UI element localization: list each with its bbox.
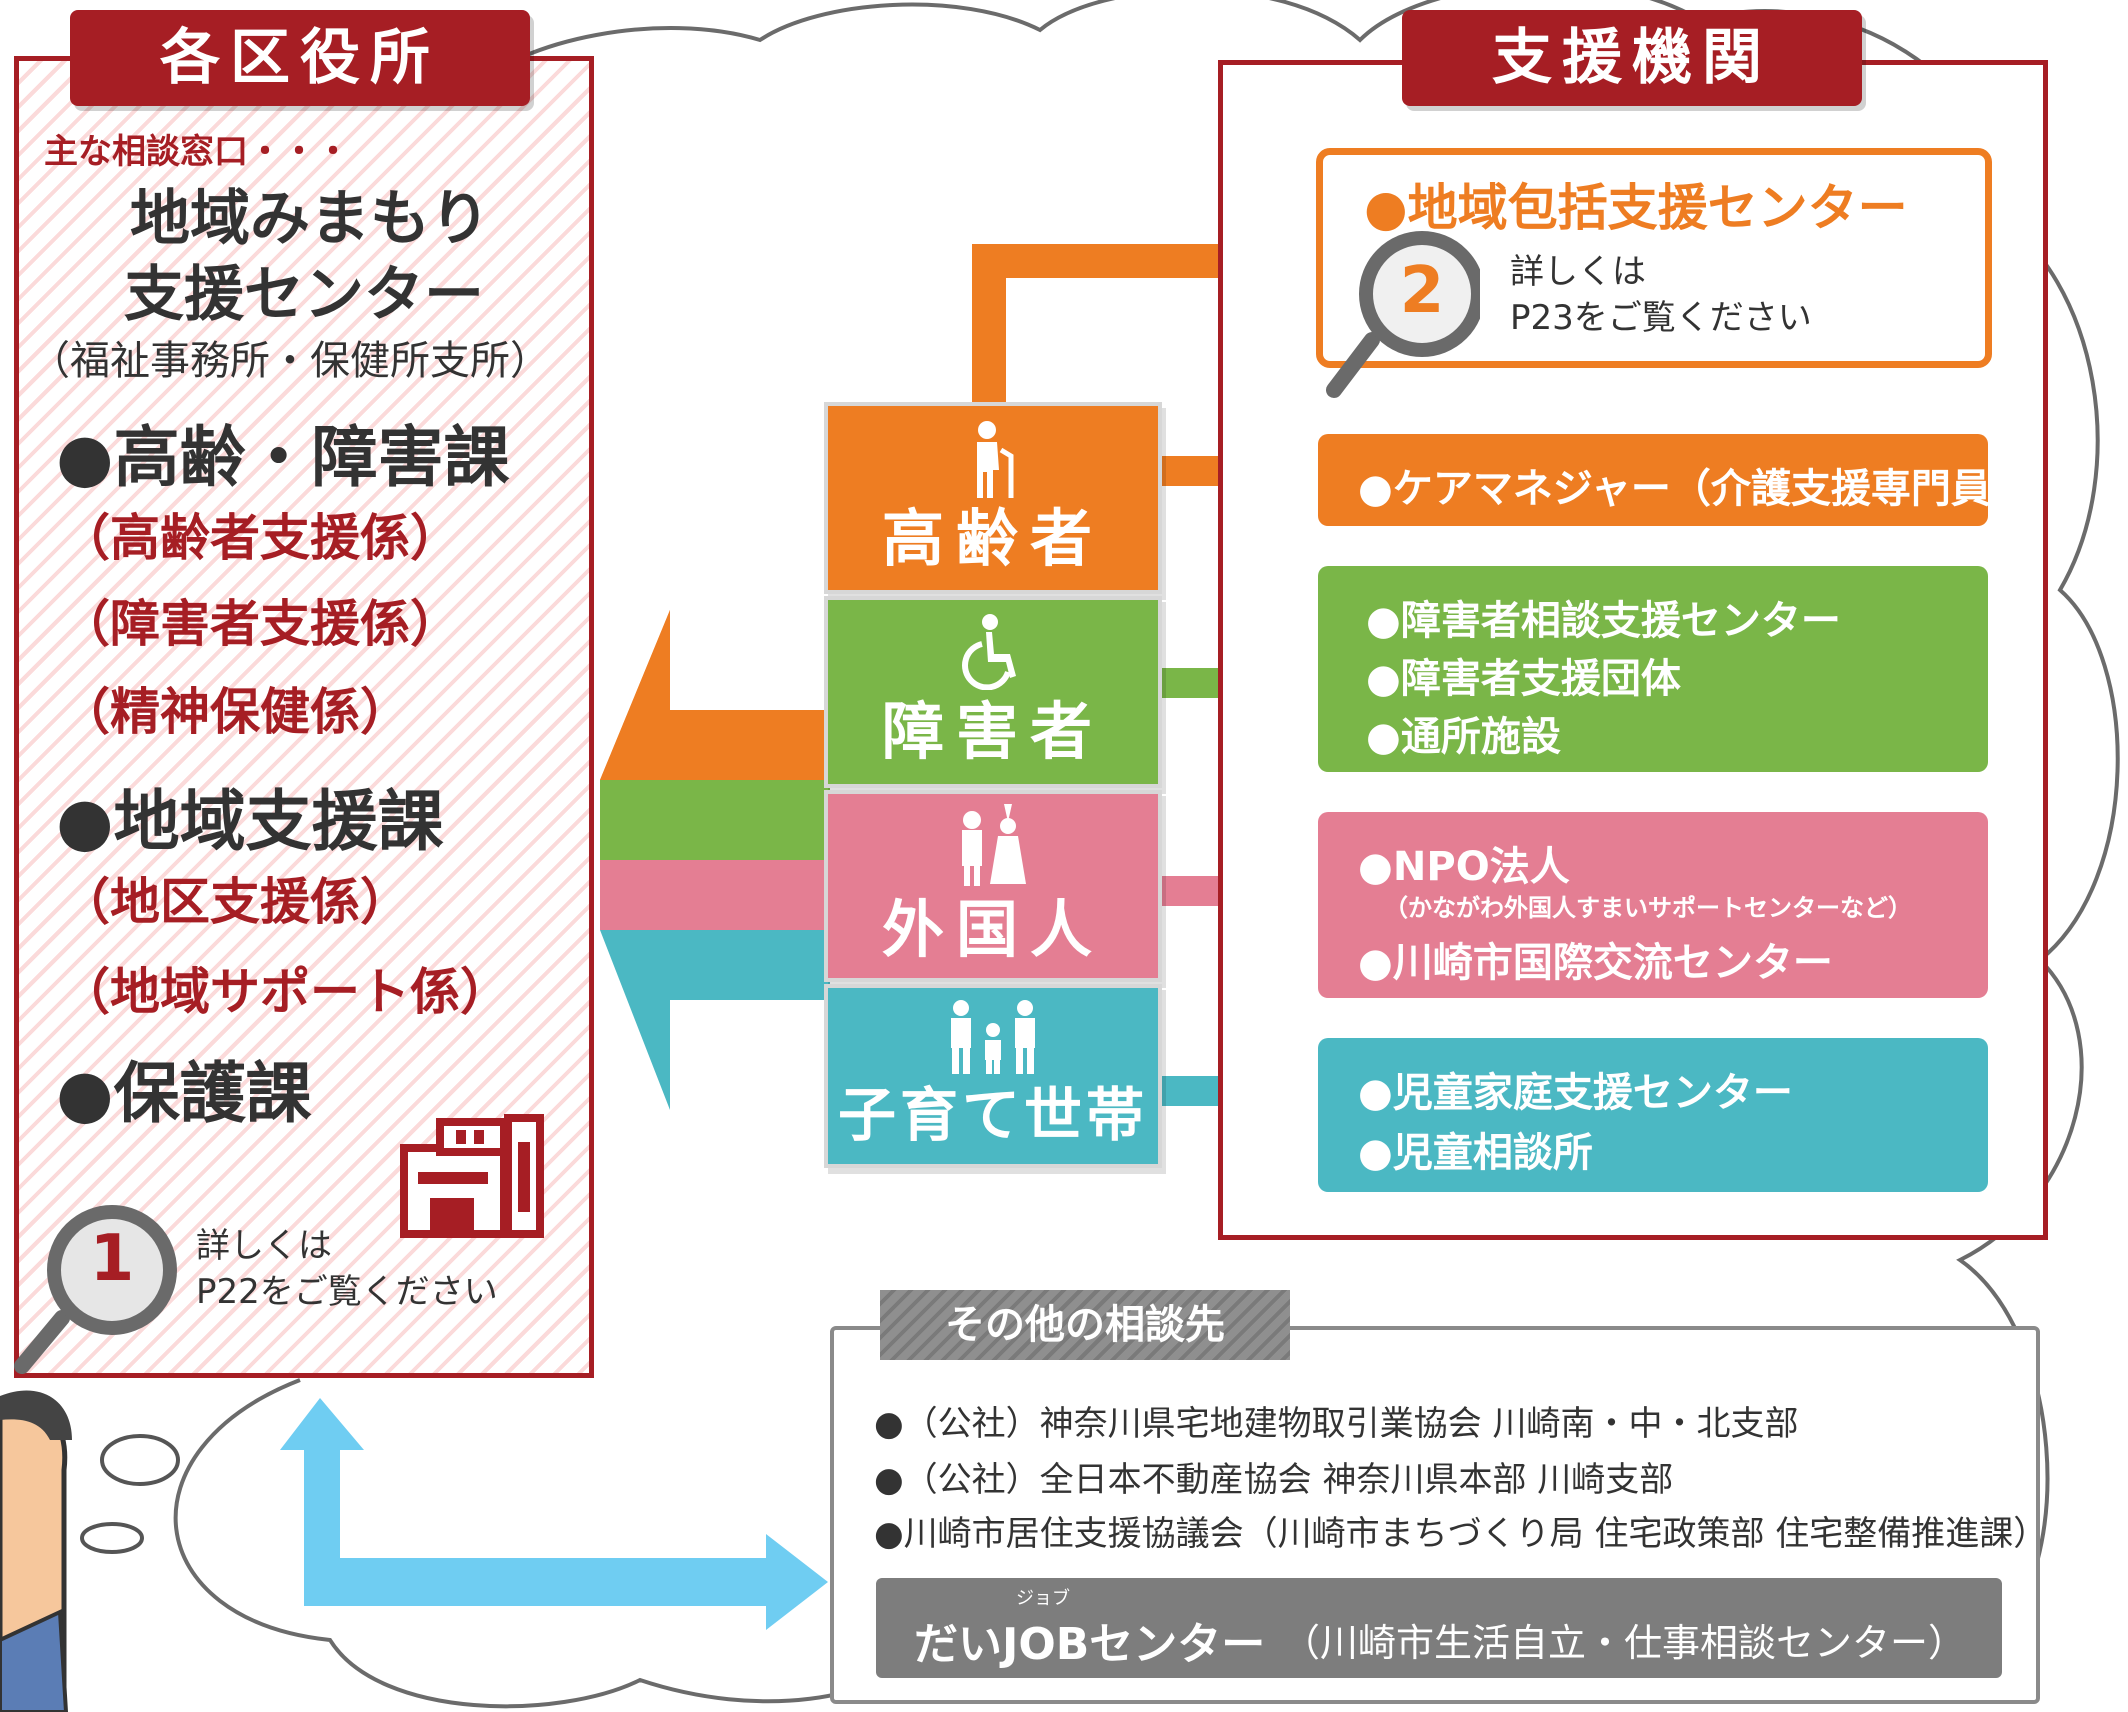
section-hogo: ●保護課 — [56, 1055, 312, 1132]
dai-job-ruby: ジョブ — [1016, 1588, 1070, 1609]
foreign-item-2: ●川崎市国際交流センター — [1358, 940, 1833, 986]
sub-chiiki-support: （地域サポート係） — [60, 963, 510, 1021]
reference-number-1: 1 — [89, 1222, 135, 1296]
hokatsu-center-label: ●地域包括支援センター — [1364, 179, 1908, 237]
ward-other-link-arrow — [280, 1398, 828, 1630]
child-item-2: ●児童相談所 — [1358, 1130, 1593, 1176]
hokatsu-detail-line1: 詳しくは — [1510, 252, 1646, 292]
sub-chiku-shien: （地区支援係） — [60, 873, 410, 931]
support-agencies-title: 支援機関 — [1402, 10, 1862, 106]
return-arrow — [600, 610, 830, 1110]
center-subtitle: （福祉事務所・保健所支所） — [30, 338, 550, 384]
ward-detail-line2: P22をご覧ください — [196, 1272, 498, 1312]
foreign-item-note: （かながわ外国人すまいサポートセンターなど） — [1384, 894, 1912, 922]
disability-item-1: ●障害者相談支援センター — [1366, 598, 1841, 644]
ward-detail-line1: 詳しくは — [196, 1226, 332, 1266]
other-consultation-title: その他の相談先 — [880, 1290, 1290, 1360]
category-disability: 障害者 — [828, 600, 1158, 784]
sub-shogaisha-shien: （障害者支援係） — [60, 595, 460, 653]
thought-bubble-large — [100, 1434, 180, 1486]
center-name-line1: 地域みまもり — [130, 184, 490, 254]
disability-panel: ●障害者相談支援センター ●障害者支援団体 ●通所施設 — [1318, 566, 1988, 772]
magnifier-icon — [14, 1205, 177, 1374]
disability-item-3: ●通所施設 — [1366, 714, 1561, 760]
foreign-panel: ●NPO法人 （かながわ外国人すまいサポートセンターなど） ●川崎市国際交流セン… — [1318, 812, 1988, 998]
person-illustration — [0, 1390, 72, 1712]
reference-number-2: 2 — [1399, 254, 1445, 328]
category-foreign-label: 外国人 — [881, 893, 1104, 966]
child-panel: ●児童家庭支援センター ●児童相談所 — [1318, 1038, 1988, 1192]
hokatsu-detail-line2: P23をご覧ください — [1510, 298, 1812, 338]
elderly-icon — [977, 421, 1014, 498]
other-item-1: ●（公社）神奈川県宅地建物取引業協会 川崎南・中・北支部 — [874, 1404, 1799, 1444]
ward-office-title: 各区役所 — [70, 10, 530, 106]
family-icon — [951, 1000, 1035, 1074]
dai-job-center-name: だいJOBセンター — [914, 1619, 1266, 1670]
other-item-2: ●（公社）全日本不動産協会 神奈川県本部 川崎支部 — [874, 1460, 1674, 1500]
section-koreisha-shogai: ●高齢・障害課 — [56, 419, 510, 496]
care-manager-panel: ●ケアマネジャー（介護支援専門員） — [1318, 434, 2031, 526]
foreign-people-icon — [962, 804, 1026, 886]
dai-job-center-bar: ジョブ だいJOBセンター （川崎市生活自立・仕事相談センター） — [876, 1578, 2002, 1678]
dai-job-center-subtitle: （川崎市生活自立・仕事相談センター） — [1282, 1621, 1967, 1665]
category-childcare: 子育て世帯 — [828, 988, 1158, 1164]
child-item-1: ●児童家庭支援センター — [1358, 1070, 1793, 1116]
wheelchair-icon — [962, 614, 1016, 691]
main-consultation-label: 主な相談窓口・・・ — [44, 132, 350, 172]
magnifier-icon — [1326, 231, 1480, 398]
foreign-item-1: ●NPO法人 — [1358, 844, 1570, 890]
category-foreign: 外国人 — [828, 794, 1158, 978]
sub-seishin-hoken: （精神保健係） — [60, 683, 410, 741]
category-elderly: 高齢者 — [828, 406, 1158, 590]
category-childcare-label: 子育て世帯 — [837, 1081, 1148, 1149]
care-manager-label: ●ケアマネジャー（介護支援専門員） — [1358, 466, 2031, 512]
section-chiiki-shien: ●地域支援課 — [56, 783, 444, 860]
center-name-line2: 支援センター — [124, 260, 484, 330]
building-icon — [400, 1114, 544, 1238]
other-item-3: ●川崎市居住支援協議会（川崎市まちづくり局 住宅政策部 住宅整備推進課） — [874, 1514, 2048, 1554]
disability-item-2: ●障害者支援団体 — [1366, 656, 1681, 702]
sub-koreisha-shien: （高齢者支援係） — [60, 509, 460, 567]
category-disability-label: 障害者 — [881, 695, 1104, 768]
thought-bubble-small — [80, 1522, 144, 1554]
category-elderly-label: 高齢者 — [881, 502, 1104, 575]
